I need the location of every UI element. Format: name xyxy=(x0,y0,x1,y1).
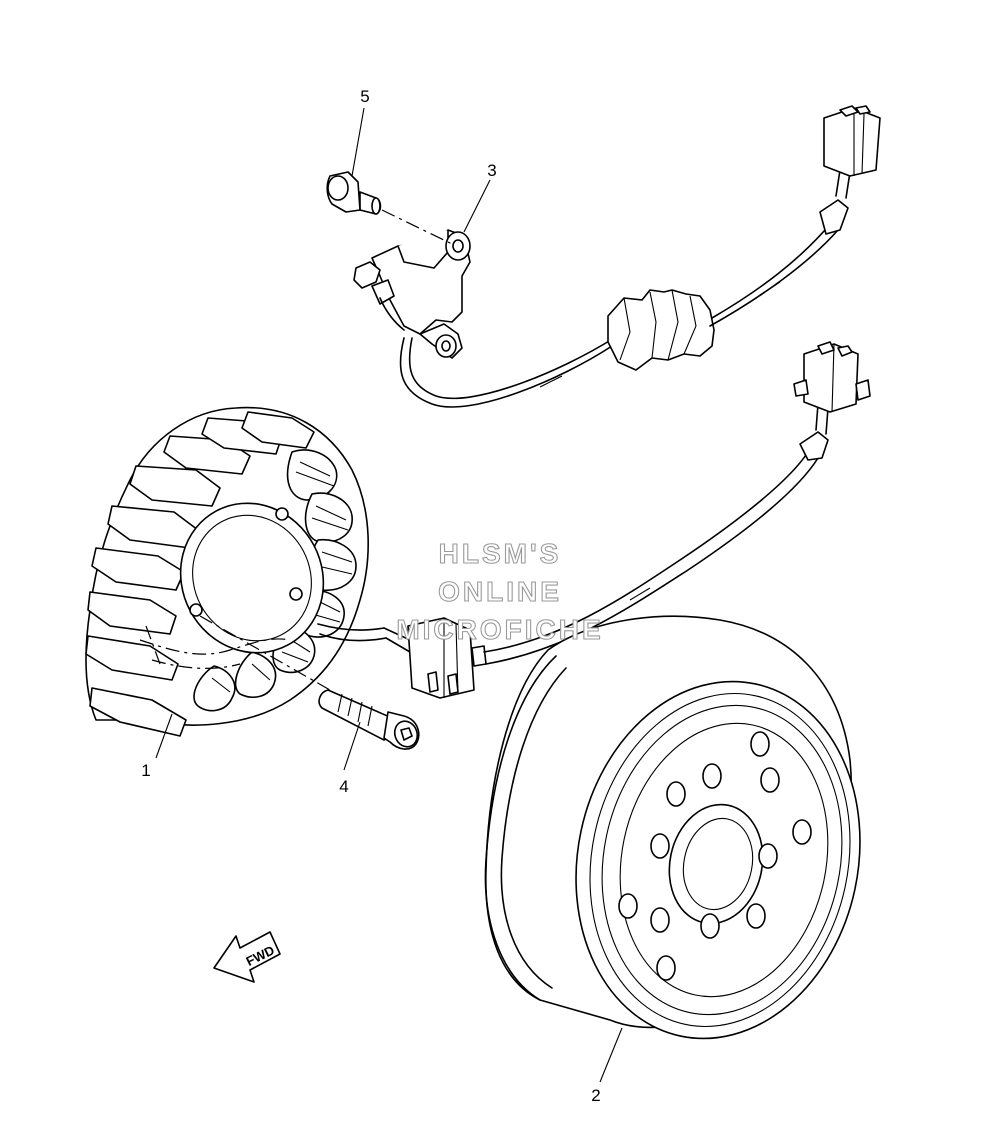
stator xyxy=(85,406,411,737)
bolt xyxy=(199,615,420,750)
pickup-grommet xyxy=(607,105,881,371)
watermark-line-1: HLSM'S xyxy=(438,538,562,569)
forward-direction-arrow: FWD xyxy=(213,931,281,983)
callout-leaders xyxy=(155,107,623,1083)
watermark-line-3: MICROFICHE xyxy=(396,614,604,645)
stator-connector xyxy=(407,341,871,699)
callout-5: 5 xyxy=(360,87,369,106)
screw xyxy=(326,171,453,245)
callout-2: 2 xyxy=(591,1086,600,1105)
pickup-coil xyxy=(353,229,615,408)
rotor xyxy=(484,615,861,1040)
callout-1: 1 xyxy=(141,761,150,780)
watermark-line-2: ONLINE xyxy=(438,576,562,607)
callout-4: 4 xyxy=(339,777,348,796)
callout-3: 3 xyxy=(487,161,496,180)
